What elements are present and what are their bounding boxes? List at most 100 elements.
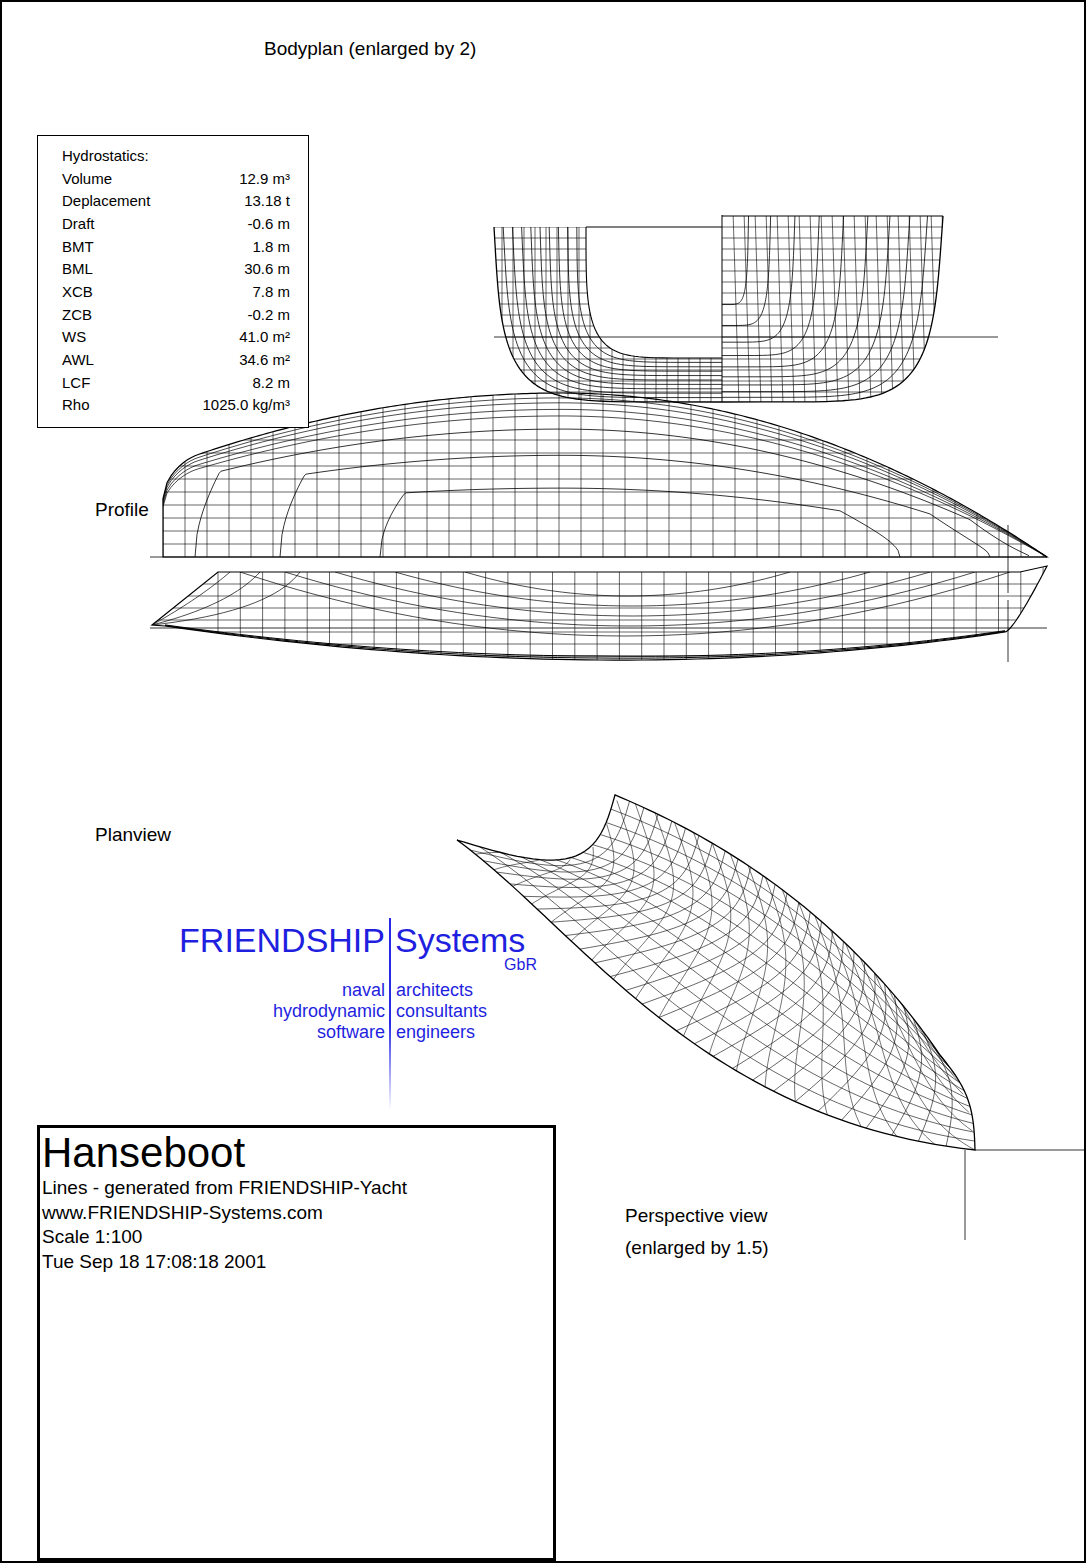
- buttock-line: [557, 210, 558, 405]
- waterline: [722, 238, 960, 239]
- waterline: [140, 608, 1050, 609]
- station-line: [823, 380, 824, 557]
- table-value: 1025.0 kg/m³: [202, 394, 290, 417]
- section-line: [549, 227, 722, 376]
- station-line: [441, 560, 442, 700]
- station-line: [845, 380, 846, 557]
- section-line: [722, 216, 795, 342]
- station-line: [625, 380, 626, 557]
- profile-grid: [140, 560, 1050, 700]
- station-line: [757, 380, 758, 557]
- station-line: [1020, 560, 1021, 700]
- station-line: [647, 380, 648, 557]
- logo-word: Systems: [395, 920, 525, 961]
- table-key: BMT: [62, 236, 150, 259]
- diagonal-line: [765, 877, 786, 1086]
- buttock-line: [579, 210, 580, 405]
- diagonal-line: [532, 847, 594, 904]
- diagonal-line: [494, 860, 539, 870]
- section-line: [510, 821, 672, 887]
- diagonal-line: [475, 852, 498, 854]
- waterline: [140, 620, 1050, 621]
- table-key: ZCB: [62, 304, 150, 327]
- station-line: [537, 380, 538, 557]
- title-line: www.FRIENDSHIP-Systems.com: [42, 1201, 549, 1226]
- section-line: [818, 984, 886, 1111]
- station-line: [427, 380, 428, 557]
- station-line: [976, 560, 977, 700]
- station-line: [1043, 380, 1044, 557]
- station-line: [864, 560, 865, 700]
- view-title: Planview: [95, 824, 171, 847]
- buttock-line: [909, 210, 915, 405]
- keel-line: [165, 625, 1005, 656]
- centerline: [150, 557, 1047, 558]
- diagonal-line: [636, 823, 693, 999]
- table-key: WS: [62, 326, 150, 349]
- logo-tagline: architects: [396, 980, 473, 1002]
- section-line: [470, 801, 629, 865]
- station-line: [418, 560, 419, 700]
- reference-line: [1008, 525, 1009, 593]
- hull-outline: [494, 227, 722, 402]
- diagonal-line: [613, 813, 673, 979]
- waterline: [480, 315, 722, 316]
- planview-grid: [150, 380, 1050, 557]
- diagonal-line: [875, 973, 973, 1131]
- buttock-line: [395, 572, 870, 606]
- station-line: [842, 560, 843, 700]
- diagonal-line: [513, 860, 570, 887]
- waterline: [380, 488, 900, 557]
- section-line: [540, 227, 722, 380]
- waterline: [480, 249, 722, 250]
- title-line: Tue Sep 18 17:08:18 2001: [42, 1250, 549, 1275]
- waterline: [722, 282, 960, 283]
- section-line: [537, 836, 699, 910]
- buttock-line: [150, 492, 1050, 493]
- section-line: [558, 227, 722, 371]
- table-value: -0.6 m: [247, 213, 290, 236]
- waterline: [163, 416, 1047, 557]
- waterline: [195, 429, 1029, 557]
- section-line: [551, 843, 712, 922]
- station-line: [339, 380, 340, 557]
- section-line: [722, 216, 868, 377]
- station-line: [691, 380, 692, 557]
- table-key: XCB: [62, 281, 150, 304]
- section-line: [580, 859, 738, 949]
- station-line: [887, 560, 888, 700]
- waterline: [480, 238, 722, 239]
- station-line: [753, 560, 754, 700]
- station-line: [552, 560, 553, 700]
- waterline: [571, 858, 968, 1099]
- section-line: [722, 216, 910, 392]
- station-line: [998, 560, 999, 700]
- section-line: [842, 995, 898, 1120]
- buttock-line: [150, 440, 1050, 441]
- table-value: 7.8 m: [252, 281, 290, 304]
- waterline: [163, 409, 1047, 557]
- section-line: [722, 216, 844, 367]
- waterline: [480, 304, 722, 305]
- reference-line: [965, 1150, 966, 1240]
- centerline: [722, 215, 723, 402]
- section-line: [531, 227, 722, 384]
- station-line: [1043, 560, 1044, 700]
- station-line: [708, 560, 709, 700]
- logo-word: FRIENDSHIP: [179, 920, 385, 961]
- buttock-line: [150, 531, 1050, 532]
- waterline: [521, 857, 973, 1123]
- table-value: 1.8 m: [252, 236, 290, 259]
- station-line: [218, 560, 219, 700]
- hull-outline: [722, 216, 943, 402]
- section-line: [568, 227, 722, 367]
- buttock-line: [854, 210, 860, 405]
- buttock-line: [612, 210, 613, 405]
- station-line: [530, 560, 531, 700]
- buttock-line: [150, 505, 1050, 506]
- station-line: [351, 560, 352, 700]
- buttock-line: [150, 466, 1050, 467]
- waterline: [722, 227, 960, 228]
- waterline: [480, 271, 722, 272]
- station-line: [603, 380, 604, 557]
